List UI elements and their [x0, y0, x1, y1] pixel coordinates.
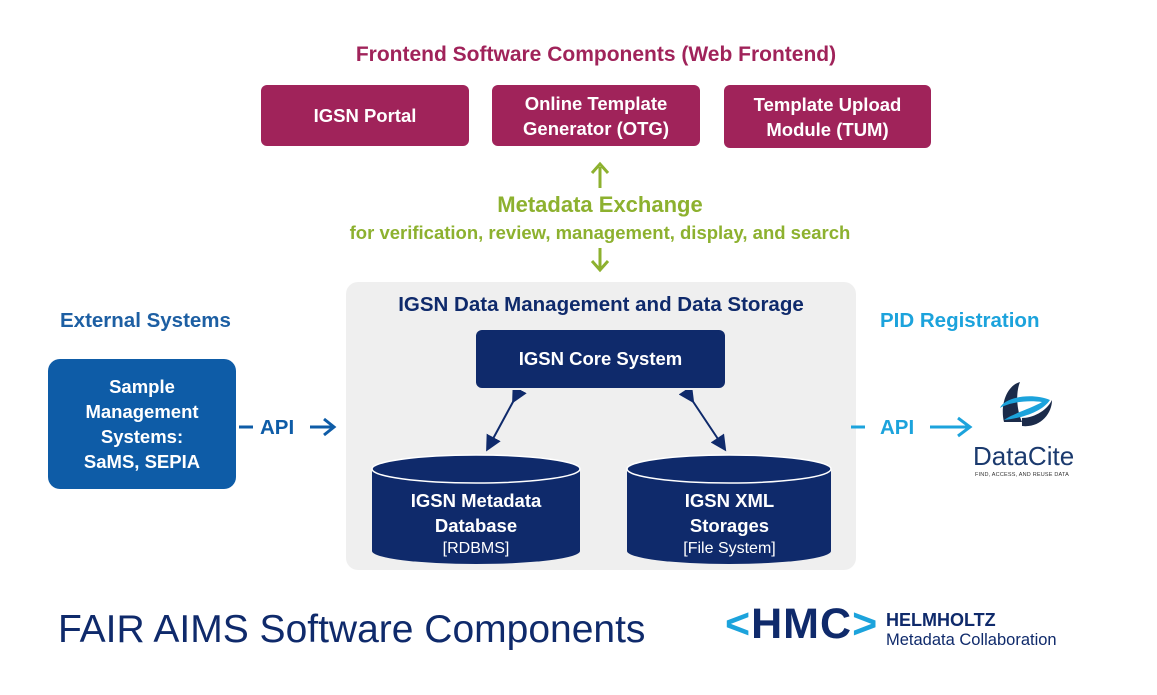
metadata-database-label: IGSN Metadata Database [RDBMS] — [371, 488, 581, 560]
pid-api-label: API — [880, 416, 915, 439]
sample-mgmt-line1: Sample — [109, 376, 175, 397]
xml-storage-label: IGSN XML Storages [File System] — [626, 488, 833, 560]
xml-storage-cylinder — [626, 454, 832, 564]
right-angle-icon: > — [852, 600, 879, 648]
external-systems-title: External Systems — [60, 309, 231, 332]
storage-title: IGSN Data Management and Data Storage — [398, 293, 804, 316]
metadata-exchange-title: Metadata Exchange — [497, 192, 703, 217]
frontend-title: Frontend Software Components (Web Fronte… — [355, 43, 837, 66]
metadata-db-line2: Database — [434, 515, 518, 536]
datacite-tagline: FIND, ACCESS, AND REUSE DATA — [975, 472, 1070, 478]
db-link-arrow — [486, 390, 527, 452]
fair-aims-title: FAIR AIMS Software Components — [58, 608, 646, 651]
external-api-label: API — [260, 416, 295, 439]
sample-management-box: Sample Management Systems: SaMS, SEPIA — [48, 359, 236, 489]
helmholtz-name: HELMHOLTZ — [886, 610, 996, 630]
xml-storage-line1: IGSN XML — [684, 490, 775, 511]
xml-storage-type: [File System] — [683, 540, 776, 557]
sample-mgmt-line4: SaMS, SEPIA — [83, 451, 201, 472]
pid-registration-title: PID Registration — [880, 309, 1040, 332]
arrow-down-icon — [590, 248, 610, 273]
metadata-collaboration-label: Metadata Collaboration — [886, 631, 1057, 649]
tum-box: Template Upload Module (TUM) — [724, 85, 931, 148]
arrow-right-cyan-icon — [930, 416, 973, 438]
datacite-logo-icon — [1000, 382, 1052, 427]
api-right-dash-icon — [851, 425, 865, 429]
core-storage-connectors — [486, 390, 727, 452]
hmc-logo: <HMC> — [725, 600, 878, 649]
api-left-dash-icon — [239, 425, 253, 429]
left-angle-icon: < — [725, 600, 752, 648]
sample-mgmt-line2: Management — [85, 401, 199, 422]
xml-link-arrow — [678, 390, 727, 452]
igsn-portal-box: IGSN Portal — [261, 85, 469, 146]
tum-label: Template Upload Module (TUM) — [753, 93, 902, 140]
otg-box: Online Template Generator (OTG) — [492, 85, 700, 146]
core-system-label: IGSN Core System — [518, 348, 683, 369]
core-system-box: IGSN Core System — [476, 330, 725, 388]
otg-label: Online Template Generator (OTG) — [523, 92, 669, 139]
metadata-exchange-subtitle: for verification, review, management, di… — [349, 222, 851, 243]
arrow-up-icon — [590, 161, 610, 188]
metadata-database-cylinder — [371, 454, 581, 564]
arrow-right-icon — [310, 417, 337, 437]
metadata-db-type: [RDBMS] — [442, 540, 510, 557]
sample-mgmt-line3: Systems: — [100, 426, 184, 447]
datacite-wordmark: DataCite — [973, 441, 1075, 471]
metadata-db-line1: IGSN Metadata — [410, 490, 542, 511]
igsn-portal-label: IGSN Portal — [313, 105, 417, 126]
hmc-logo-text: HMC — [751, 600, 853, 648]
xml-storage-line2: Storages — [689, 515, 770, 536]
